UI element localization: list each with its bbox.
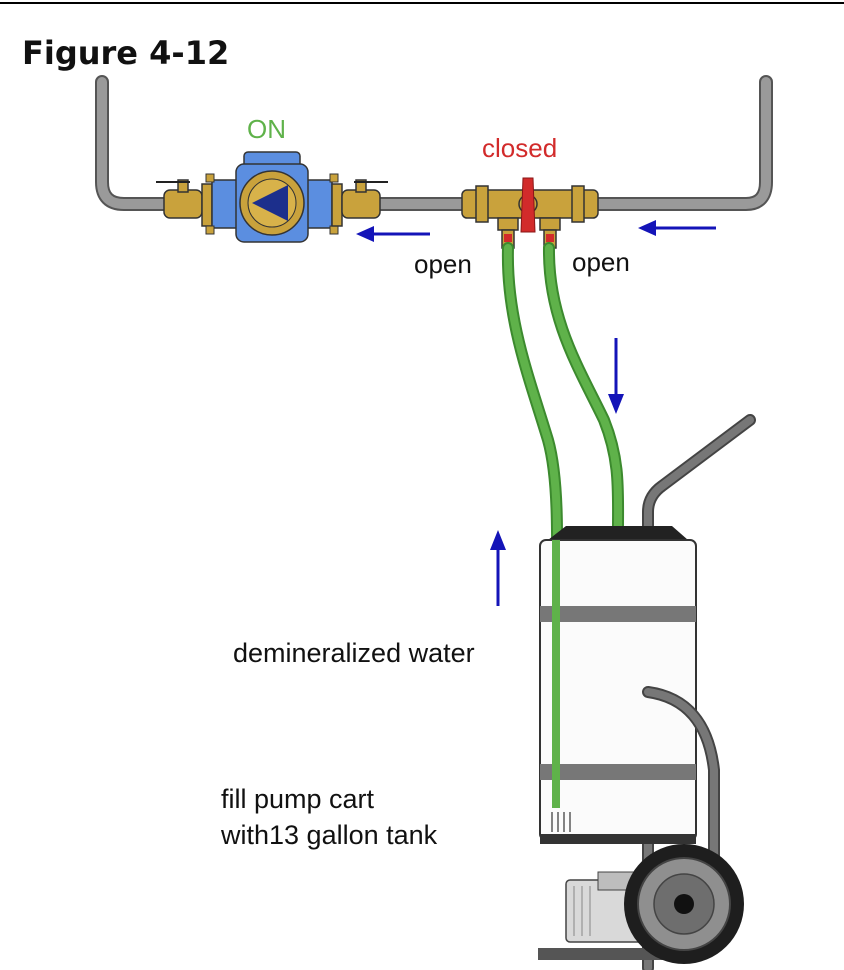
drain-valve-icon	[497, 217, 519, 249]
fluid-label: demineralized water	[233, 638, 475, 668]
circulator-pump-icon	[205, 151, 339, 243]
ball-valve-icon	[331, 179, 388, 227]
cart-label-line1: fill pump cart	[221, 784, 375, 814]
pump-state-label: ON	[247, 114, 286, 144]
flow-arrow-icon	[608, 338, 624, 414]
purge-valve-icon	[461, 177, 599, 233]
piping-fill	[97, 77, 771, 209]
flow-arrow-icon	[490, 530, 506, 606]
valve-state-label: closed	[482, 133, 557, 163]
right-drain-label: open	[572, 247, 630, 277]
ball-valve-icon	[156, 179, 213, 227]
flow-arrow-icon	[638, 220, 716, 236]
fill-cart-icon	[538, 526, 744, 964]
cart-label-line2: with13 gallon tank	[220, 820, 438, 850]
flow-arrow-icon	[356, 226, 430, 242]
left-drain-label: open	[414, 249, 472, 279]
purge-valve-handle	[520, 177, 536, 233]
figure-title: Figure 4-12	[22, 34, 229, 72]
